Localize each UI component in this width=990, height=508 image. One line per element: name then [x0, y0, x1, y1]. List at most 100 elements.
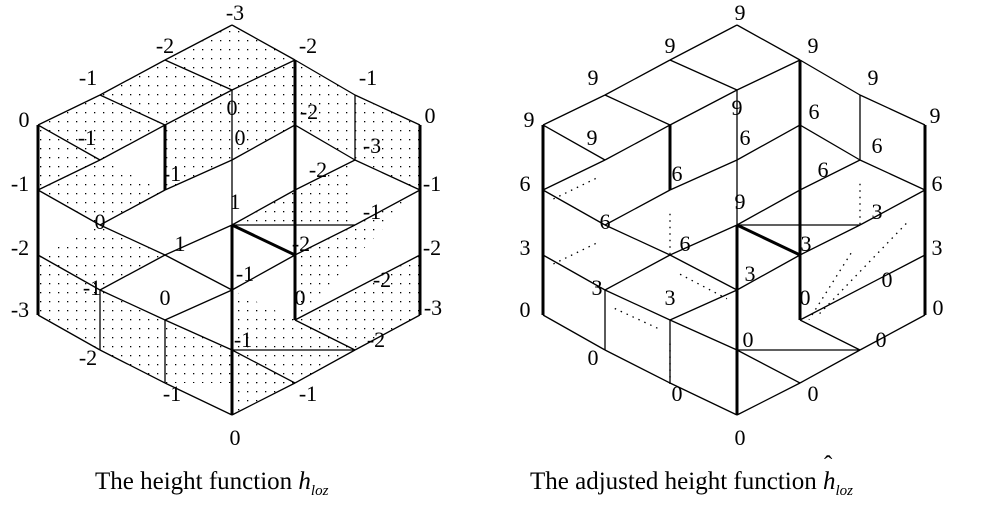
- right-height-label-i15: 3: [592, 275, 603, 300]
- left-height-label-U2: -1: [79, 65, 97, 90]
- left-height-label-G1: -1: [423, 171, 441, 196]
- left-edge-1: [99, 59, 166, 96]
- left-height-label-U1: -2: [156, 33, 174, 58]
- right-caption-text: The adjusted height function: [530, 468, 817, 495]
- left-height-label-i9: 0: [95, 209, 106, 234]
- left-face-3: [38, 125, 100, 190]
- left-edge-45: [354, 189, 421, 226]
- left-height-label-L2: -2: [11, 235, 29, 260]
- left-tiling: -3-2-10-1-2-3-2-1-1-20-3-2-10-1-20-1-1-2…: [11, 0, 442, 450]
- right-edge-32: [859, 159, 926, 191]
- left-height-label-E1: -1: [299, 381, 317, 406]
- left-height-label-i13: -1: [363, 199, 381, 224]
- right-height-label-i11: 6: [680, 231, 691, 256]
- right-edge-3: [736, 24, 801, 61]
- right-thick-edge-5: [736, 223, 801, 257]
- left-height-label-D2: -1: [163, 381, 181, 406]
- left-edge-35: [99, 224, 166, 256]
- right-height-label-i2: 9: [732, 95, 743, 120]
- right-edge-53: [799, 319, 861, 351]
- right-edge-12: [542, 314, 606, 351]
- right-edge-1: [604, 59, 671, 96]
- right-face-13: [800, 255, 925, 350]
- left-edge-5: [354, 94, 421, 126]
- right-edge-14: [669, 382, 738, 416]
- right-face-12: [800, 190, 925, 320]
- right-edge-23: [542, 124, 606, 161]
- right-edge-42: [669, 224, 738, 256]
- right-face-15: [605, 290, 670, 383]
- left-edge-17: [231, 382, 296, 416]
- right-height-label-F: 9: [524, 107, 535, 132]
- right-edge-34: [542, 189, 606, 226]
- right-edge-35: [604, 224, 671, 256]
- right-height-label-G: 0: [520, 297, 531, 322]
- right-height-label-i1: 9: [587, 125, 598, 150]
- right-face-16: [670, 320, 800, 383]
- left-edge-21: [164, 89, 233, 126]
- right-edge-20: [604, 94, 671, 126]
- left-edge-49: [99, 289, 166, 321]
- left-edge-31: [294, 124, 356, 161]
- left-height-label-i12: -2: [292, 231, 310, 256]
- right-edge-17: [736, 382, 801, 416]
- right-height-label-i9: 6: [600, 209, 611, 234]
- left-caption-symbol: h: [298, 468, 311, 495]
- left-height-label-F: 0: [19, 107, 30, 132]
- left-height-label-i17: -2: [373, 267, 391, 292]
- left-height-label-i15: -1: [83, 275, 101, 300]
- right-edge-46: [736, 254, 801, 291]
- left-edge-26: [164, 159, 233, 191]
- right-dotted-line-0: [552, 177, 596, 201]
- left-height-label-E2: -2: [367, 327, 385, 352]
- left-edge-24: [37, 159, 101, 191]
- right-dotted-line-8: [679, 273, 728, 300]
- right-face-9: [543, 225, 670, 290]
- left-height-label-A: -3: [226, 0, 244, 25]
- left-edge-18: [231, 59, 296, 91]
- right-edge-21: [669, 89, 738, 126]
- left-caption-text: The height function: [95, 468, 293, 495]
- right-edge-40: [736, 189, 801, 226]
- left-edge-15: [354, 314, 421, 351]
- right-dotted-line-1: [552, 242, 596, 266]
- left-height-label-i4: -2: [300, 99, 318, 124]
- right-edge-16: [799, 349, 861, 384]
- left-edge-57: [231, 349, 296, 384]
- left-thick-edge-5: [231, 223, 296, 257]
- left-edge-44: [294, 224, 356, 256]
- right-height-label-i7: 6: [672, 161, 683, 186]
- left-edge-2: [37, 94, 101, 126]
- left-caption-sub: loz: [310, 483, 329, 499]
- right-height-label-A: 9: [735, 0, 746, 25]
- right-face-1: [605, 60, 737, 125]
- right-edge-24: [542, 159, 606, 191]
- left-height-label-i1: -1: [78, 125, 96, 150]
- left-height-label-H2: -1: [359, 65, 377, 90]
- right-height-label-B: 9: [930, 103, 941, 128]
- right-edge-44: [799, 224, 861, 256]
- left-edge-40: [231, 189, 296, 226]
- right-edge-19: [669, 59, 738, 91]
- left-height-label-G: -3: [11, 297, 29, 322]
- right-height-label-D: 0: [735, 425, 746, 450]
- right-edge-57: [736, 349, 801, 384]
- right-edge-29: [736, 124, 801, 161]
- left-height-label-i18: -1: [234, 327, 252, 352]
- right-height-label-E1: 0: [808, 381, 819, 406]
- right-edge-2: [542, 94, 606, 126]
- left-edge-19: [164, 59, 233, 91]
- right-edge-56: [669, 319, 738, 351]
- left-edge-41: [294, 159, 356, 191]
- left-face-0: [165, 25, 295, 90]
- left-face-5: [232, 60, 295, 160]
- right-height-label-U2: 9: [588, 65, 599, 90]
- left-face-10: [38, 255, 100, 350]
- left-height-label-D1: -2: [79, 345, 97, 370]
- left-caption: The height function hloz: [95, 468, 328, 500]
- left-edge-12: [37, 314, 101, 351]
- right-height-label-L1: 6: [520, 171, 531, 196]
